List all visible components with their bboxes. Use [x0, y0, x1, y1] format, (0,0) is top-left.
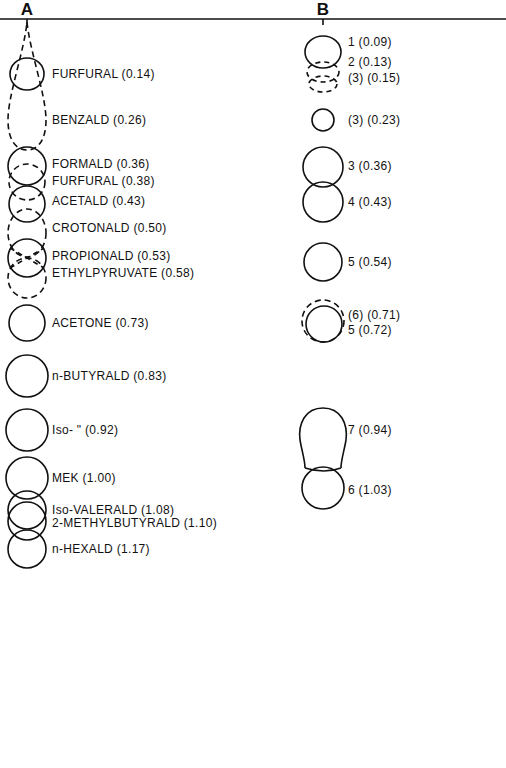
spot — [306, 306, 342, 342]
dashed-spot — [309, 76, 337, 92]
column-heading: B — [317, 0, 330, 20]
spot — [303, 182, 343, 222]
spot — [6, 409, 48, 451]
spot-label: FURFURAL (0.14) — [52, 67, 155, 81]
spot — [8, 530, 46, 568]
spot — [9, 186, 45, 222]
spot — [8, 147, 46, 185]
spot — [312, 109, 334, 131]
dashed-spot — [8, 22, 46, 150]
dashed-spot — [8, 258, 46, 298]
spot-label: n-BUTYRALD (0.83) — [52, 369, 166, 383]
spot-label: (3) (0.15) — [348, 71, 400, 85]
spot-label: 5 (0.54) — [348, 255, 392, 269]
spot-label: FORMALD (0.36) — [52, 157, 150, 171]
spot-label: Iso- " (0.92) — [52, 423, 118, 437]
spot-label: 3 (0.36) — [348, 159, 392, 173]
spot-label: BENZALD (0.26) — [52, 113, 146, 127]
spot-label: 6 (1.03) — [348, 483, 392, 497]
column-heading: A — [21, 0, 34, 20]
dashed-spot — [9, 164, 45, 200]
spot — [8, 502, 46, 540]
spot — [303, 147, 343, 187]
spot — [8, 491, 46, 529]
spot-label: n-HEXALD (1.17) — [52, 542, 150, 556]
spot-label: CROTONALD (0.50) — [52, 221, 167, 235]
spot-label: (3) (0.23) — [348, 113, 400, 127]
pear-spot — [300, 408, 347, 468]
dashed-spot — [302, 300, 344, 342]
spot — [302, 467, 344, 509]
spot — [10, 58, 44, 90]
spot-label: MEK (1.00) — [52, 471, 116, 485]
spot-label: 7 (0.94) — [348, 423, 392, 437]
spot — [6, 457, 48, 499]
spot-label: ACETALD (0.43) — [52, 194, 145, 208]
spot-label: 4 (0.43) — [348, 195, 392, 209]
spot-label: 2 (0.13) — [348, 55, 392, 69]
spot-label: Iso-VALERALD (1.08) — [52, 503, 174, 517]
start-line — [0, 18, 506, 20]
spot-label: PROPIONALD (0.53) — [52, 249, 170, 263]
spot-label: (6) (0.71) — [348, 308, 400, 322]
spot — [305, 36, 341, 68]
spot — [6, 355, 48, 397]
spot — [9, 305, 45, 341]
spot-label: 5 (0.72) — [348, 323, 392, 337]
spot-label: ACETONE (0.73) — [52, 316, 149, 330]
spot-label: ETHYLPYRUVATE (0.58) — [52, 266, 194, 280]
spot-label: 2-METHYLBUTYRALD (1.10) — [52, 516, 217, 530]
tick — [322, 19, 324, 25]
spot-label: 1 (0.09) — [348, 35, 392, 49]
spot — [304, 243, 342, 281]
spot-label: FURFURAL (0.38) — [52, 174, 155, 188]
